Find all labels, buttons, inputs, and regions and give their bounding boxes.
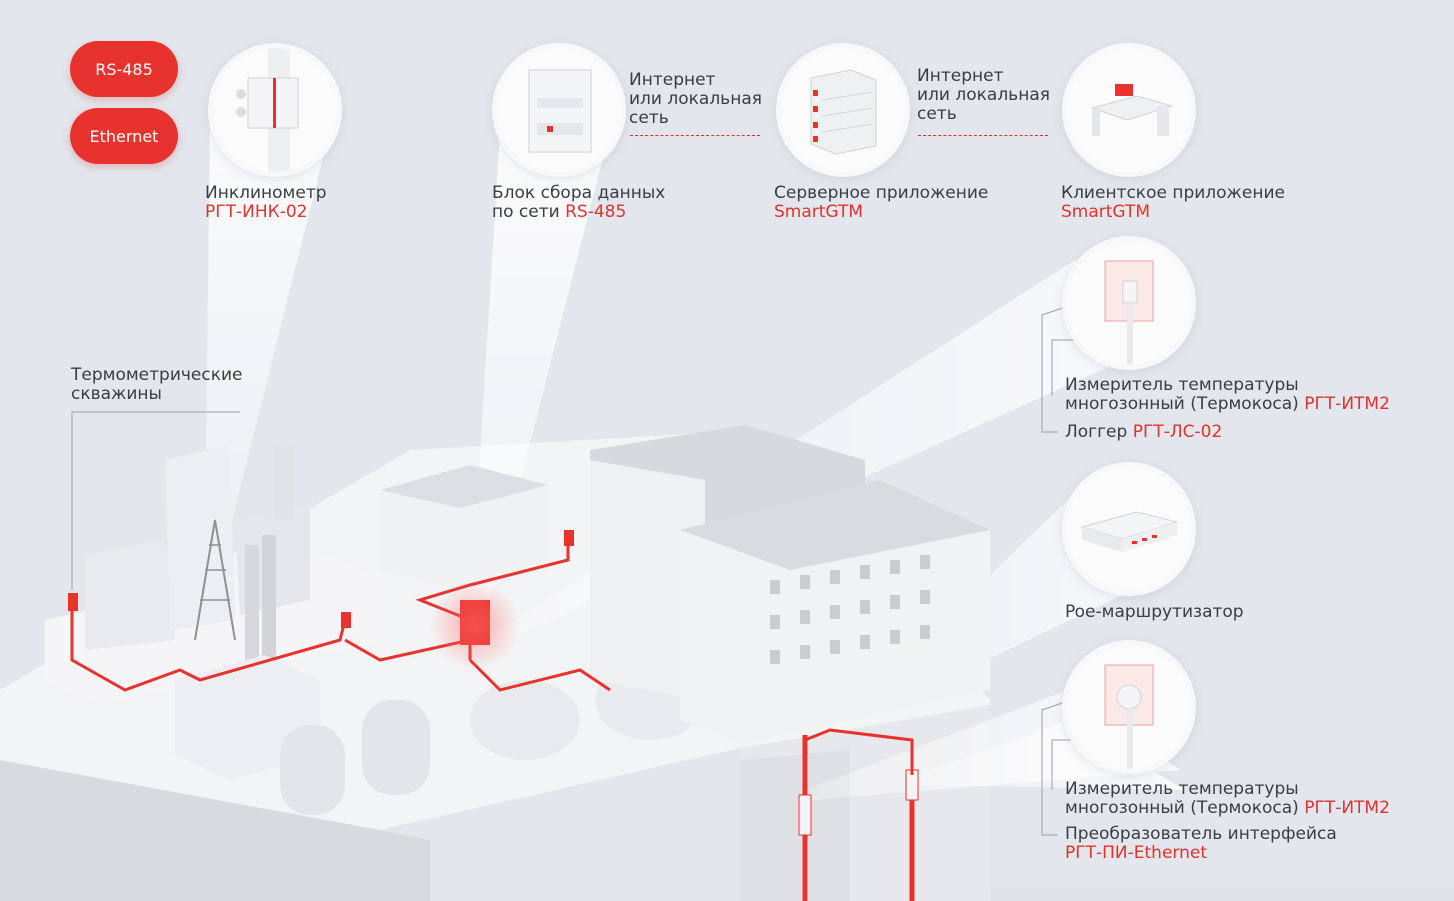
network-note-right: Интернет или локальная сеть [917,66,1050,124]
beam-inclinometer [205,110,335,548]
data-collector-icon [528,69,592,153]
router-icon [1080,511,1179,552]
inclinometer-circle [208,43,342,177]
router-label: Poe-маршрутизатор [1065,602,1244,622]
client-circle [1062,43,1196,177]
network-note-left: Интернет или локальная сеть [629,70,762,128]
client-label: Клиентское приложение SmartGTM [1061,183,1285,222]
server-label: Серверное приложение SmartGTM [774,183,989,222]
server-circle [776,43,910,177]
ethernet-link-left [630,135,760,136]
itm-top-label: Измеритель температуры многозонный (Терм… [1065,375,1390,414]
thermo-sensor-icon [1104,260,1154,365]
ground-side [0,690,430,901]
logger-label: Логгер РГТ-ЛС-02 [1065,422,1223,442]
rs485-legend: RS-485 [70,41,178,97]
itm-bottom-label: Измеритель температуры многозонный (Терм… [1065,779,1390,818]
workstation-icon [1090,84,1174,136]
converter-icon [1104,664,1154,769]
ethernet-link-right [918,135,1048,136]
data-collector-circle [492,43,626,177]
collector-label: Блок сбора данных по сети RS-485 [492,183,666,222]
server-icon [810,69,877,155]
wells-label: Термометрические скважины [71,365,243,404]
ethernet-legend: Ethernet [70,108,178,164]
inclinometer-icon [236,48,299,172]
converter-label: Преобразователь интерфейса РГТ-ПИ-Ethern… [1065,824,1337,863]
itm-bottom-circle [1062,640,1196,774]
inclinometer-label: Инклинометр РГТ-ИНК-02 [205,183,327,222]
itm-top-circle [1062,236,1196,370]
thermo-wells [798,728,919,901]
router-circle [1062,462,1196,596]
